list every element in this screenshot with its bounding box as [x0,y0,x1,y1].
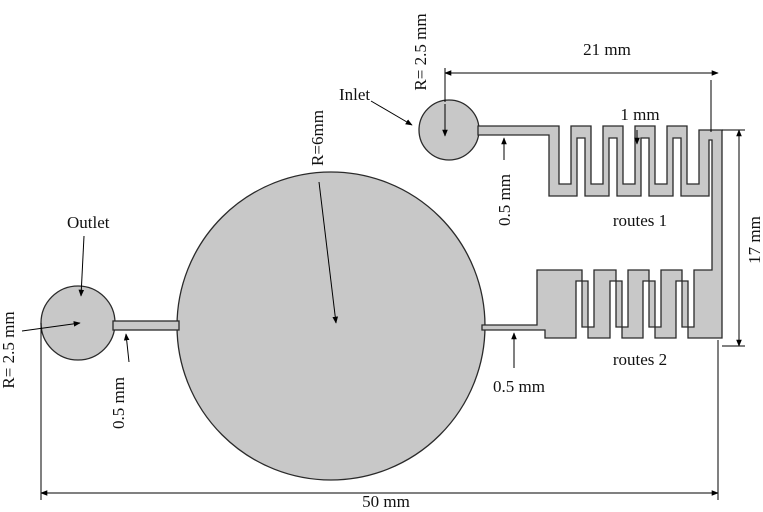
labels: Inlet Outlet 21 mm 50 mm 1 mm routes 1 r… [0,13,763,511]
inlet-radius-label: R= 2.5 mm [411,13,430,90]
chamber-radius-label: R=6mm [308,110,327,166]
routes1-label: routes 1 [613,211,667,230]
width-total-label: 50 mm [362,492,410,511]
outlet-channel-width-arrow [123,333,130,363]
inlet-channel-width-label: 0.5 mm [495,174,514,226]
outlet-channel-width-label: 0.5 mm [109,377,128,429]
width-top-label: 21 mm [583,40,631,59]
outlet-channel [112,320,180,331]
outlet-radius-arrow [21,321,81,332]
bottom-channel-width-label: 0.5 mm [493,377,545,396]
outlet-radius-label: R= 2.5 mm [0,311,18,388]
outlet-label: Outlet [67,213,110,232]
chip-body [40,99,723,481]
height-right-label: 17 mm [745,216,763,264]
inlet-well [418,99,480,161]
chamber-radius-arrow [318,181,339,324]
outlet-pointer-arrow [78,235,85,297]
annotation-arrows [21,100,640,368]
channel-gap-label: 1 mm [620,105,659,124]
inlet-label: Inlet [339,85,370,104]
dimension-lines [40,68,745,500]
inlet-pointer-arrow [370,100,413,126]
routes2-label: routes 2 [613,350,667,369]
serpentine-channel [477,125,723,339]
central-chamber [176,171,486,481]
